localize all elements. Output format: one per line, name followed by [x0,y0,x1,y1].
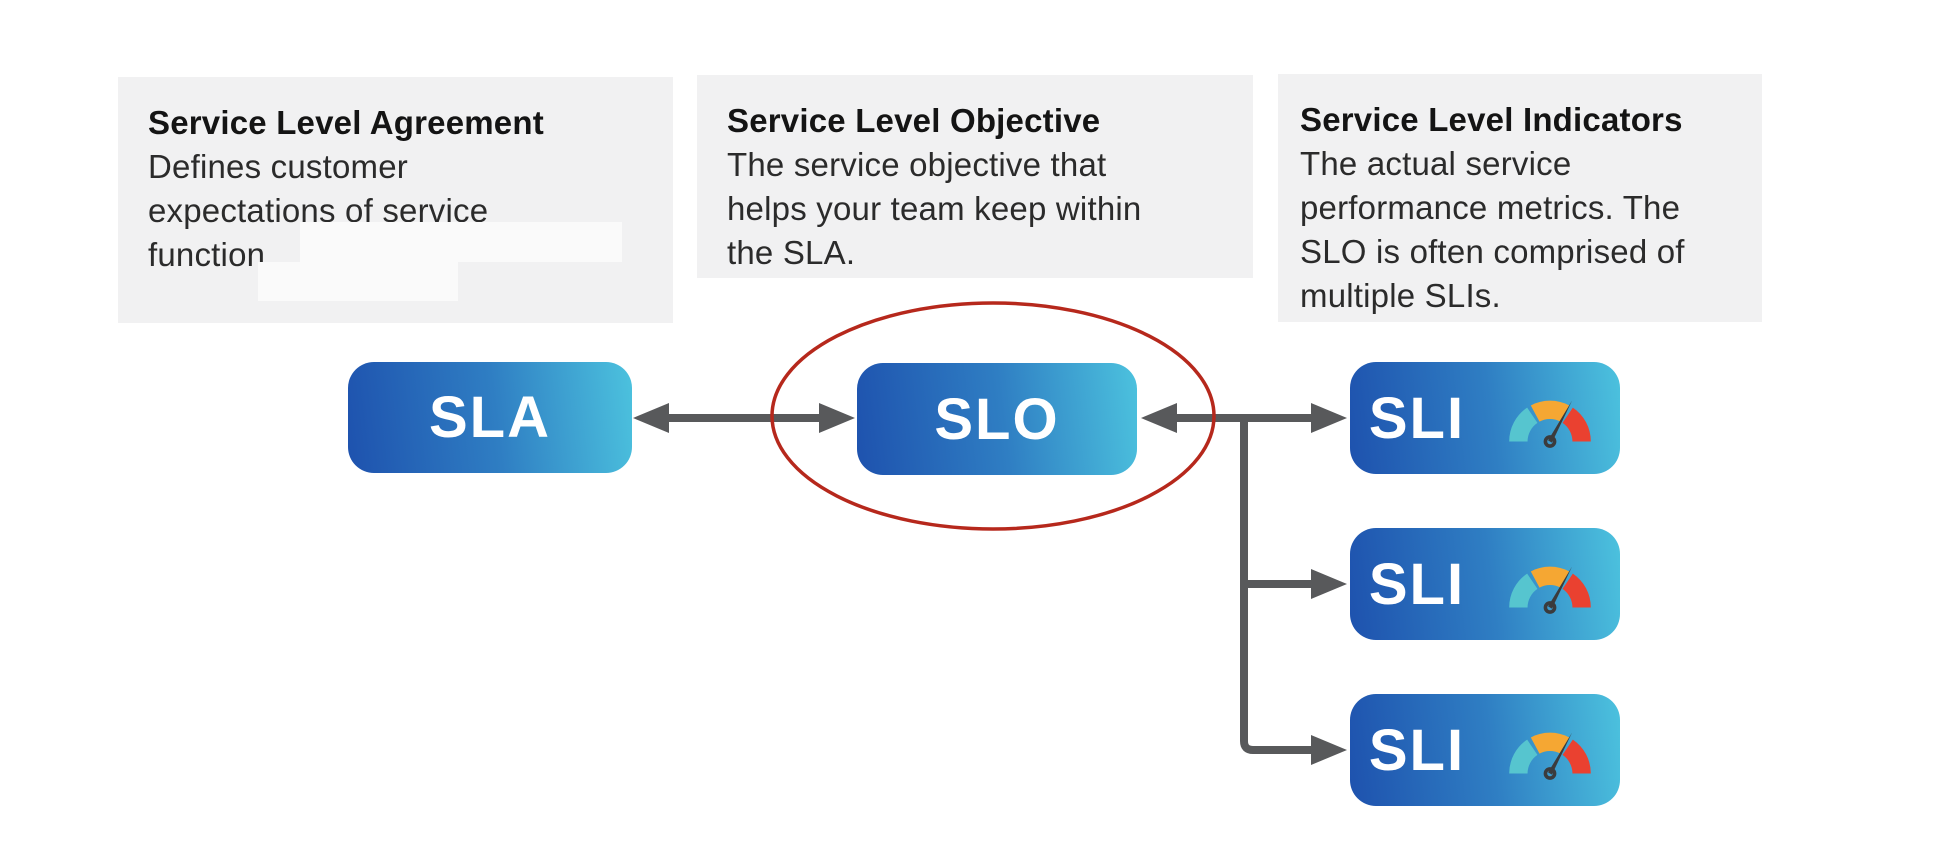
card-service-level-objective: Service Level Objective The service obje… [697,75,1253,278]
branch-trunk [1240,418,1318,754]
node-label: SLI [1368,385,1466,451]
card-service-level-indicators: Service Level Indicators The actual serv… [1278,74,1762,322]
card-service-level-agreement: Service Level Agreement Defines customer… [118,77,673,323]
arrowhead-left-icon [633,403,669,433]
node-label: SLI [1368,717,1466,783]
arrowhead-right-icon [1311,403,1347,433]
node-label: SLO [934,386,1060,452]
arrowhead-left-icon [1141,403,1177,433]
card-title: Service Level Objective [727,102,1101,139]
node-sli-3: SLI [1350,694,1620,806]
node-label: SLI [1368,551,1466,617]
card-body: The service objective that helps your te… [727,146,1142,271]
redacted-area [300,222,622,262]
gauge-meter-icon [1509,732,1591,780]
node-sli-2: SLI [1350,528,1620,640]
arrowhead-right-icon [1311,569,1347,599]
card-body: The actual service performance metrics. … [1300,145,1685,314]
card-body: Defines customer expectations of service… [148,148,489,273]
node-sla: SLA [348,362,632,473]
card-title: Service Level Indicators [1300,101,1683,138]
redacted-area [258,262,458,301]
arrowhead-right-icon [819,403,855,433]
node-sli-1: SLI [1350,362,1620,474]
arrowhead-right-icon [1311,735,1347,765]
node-slo: SLO [857,363,1137,475]
card-title: Service Level Agreement [148,104,544,141]
gauge-meter-icon [1509,400,1591,448]
node-label: SLA [429,385,551,450]
gauge-meter-icon [1509,566,1591,614]
